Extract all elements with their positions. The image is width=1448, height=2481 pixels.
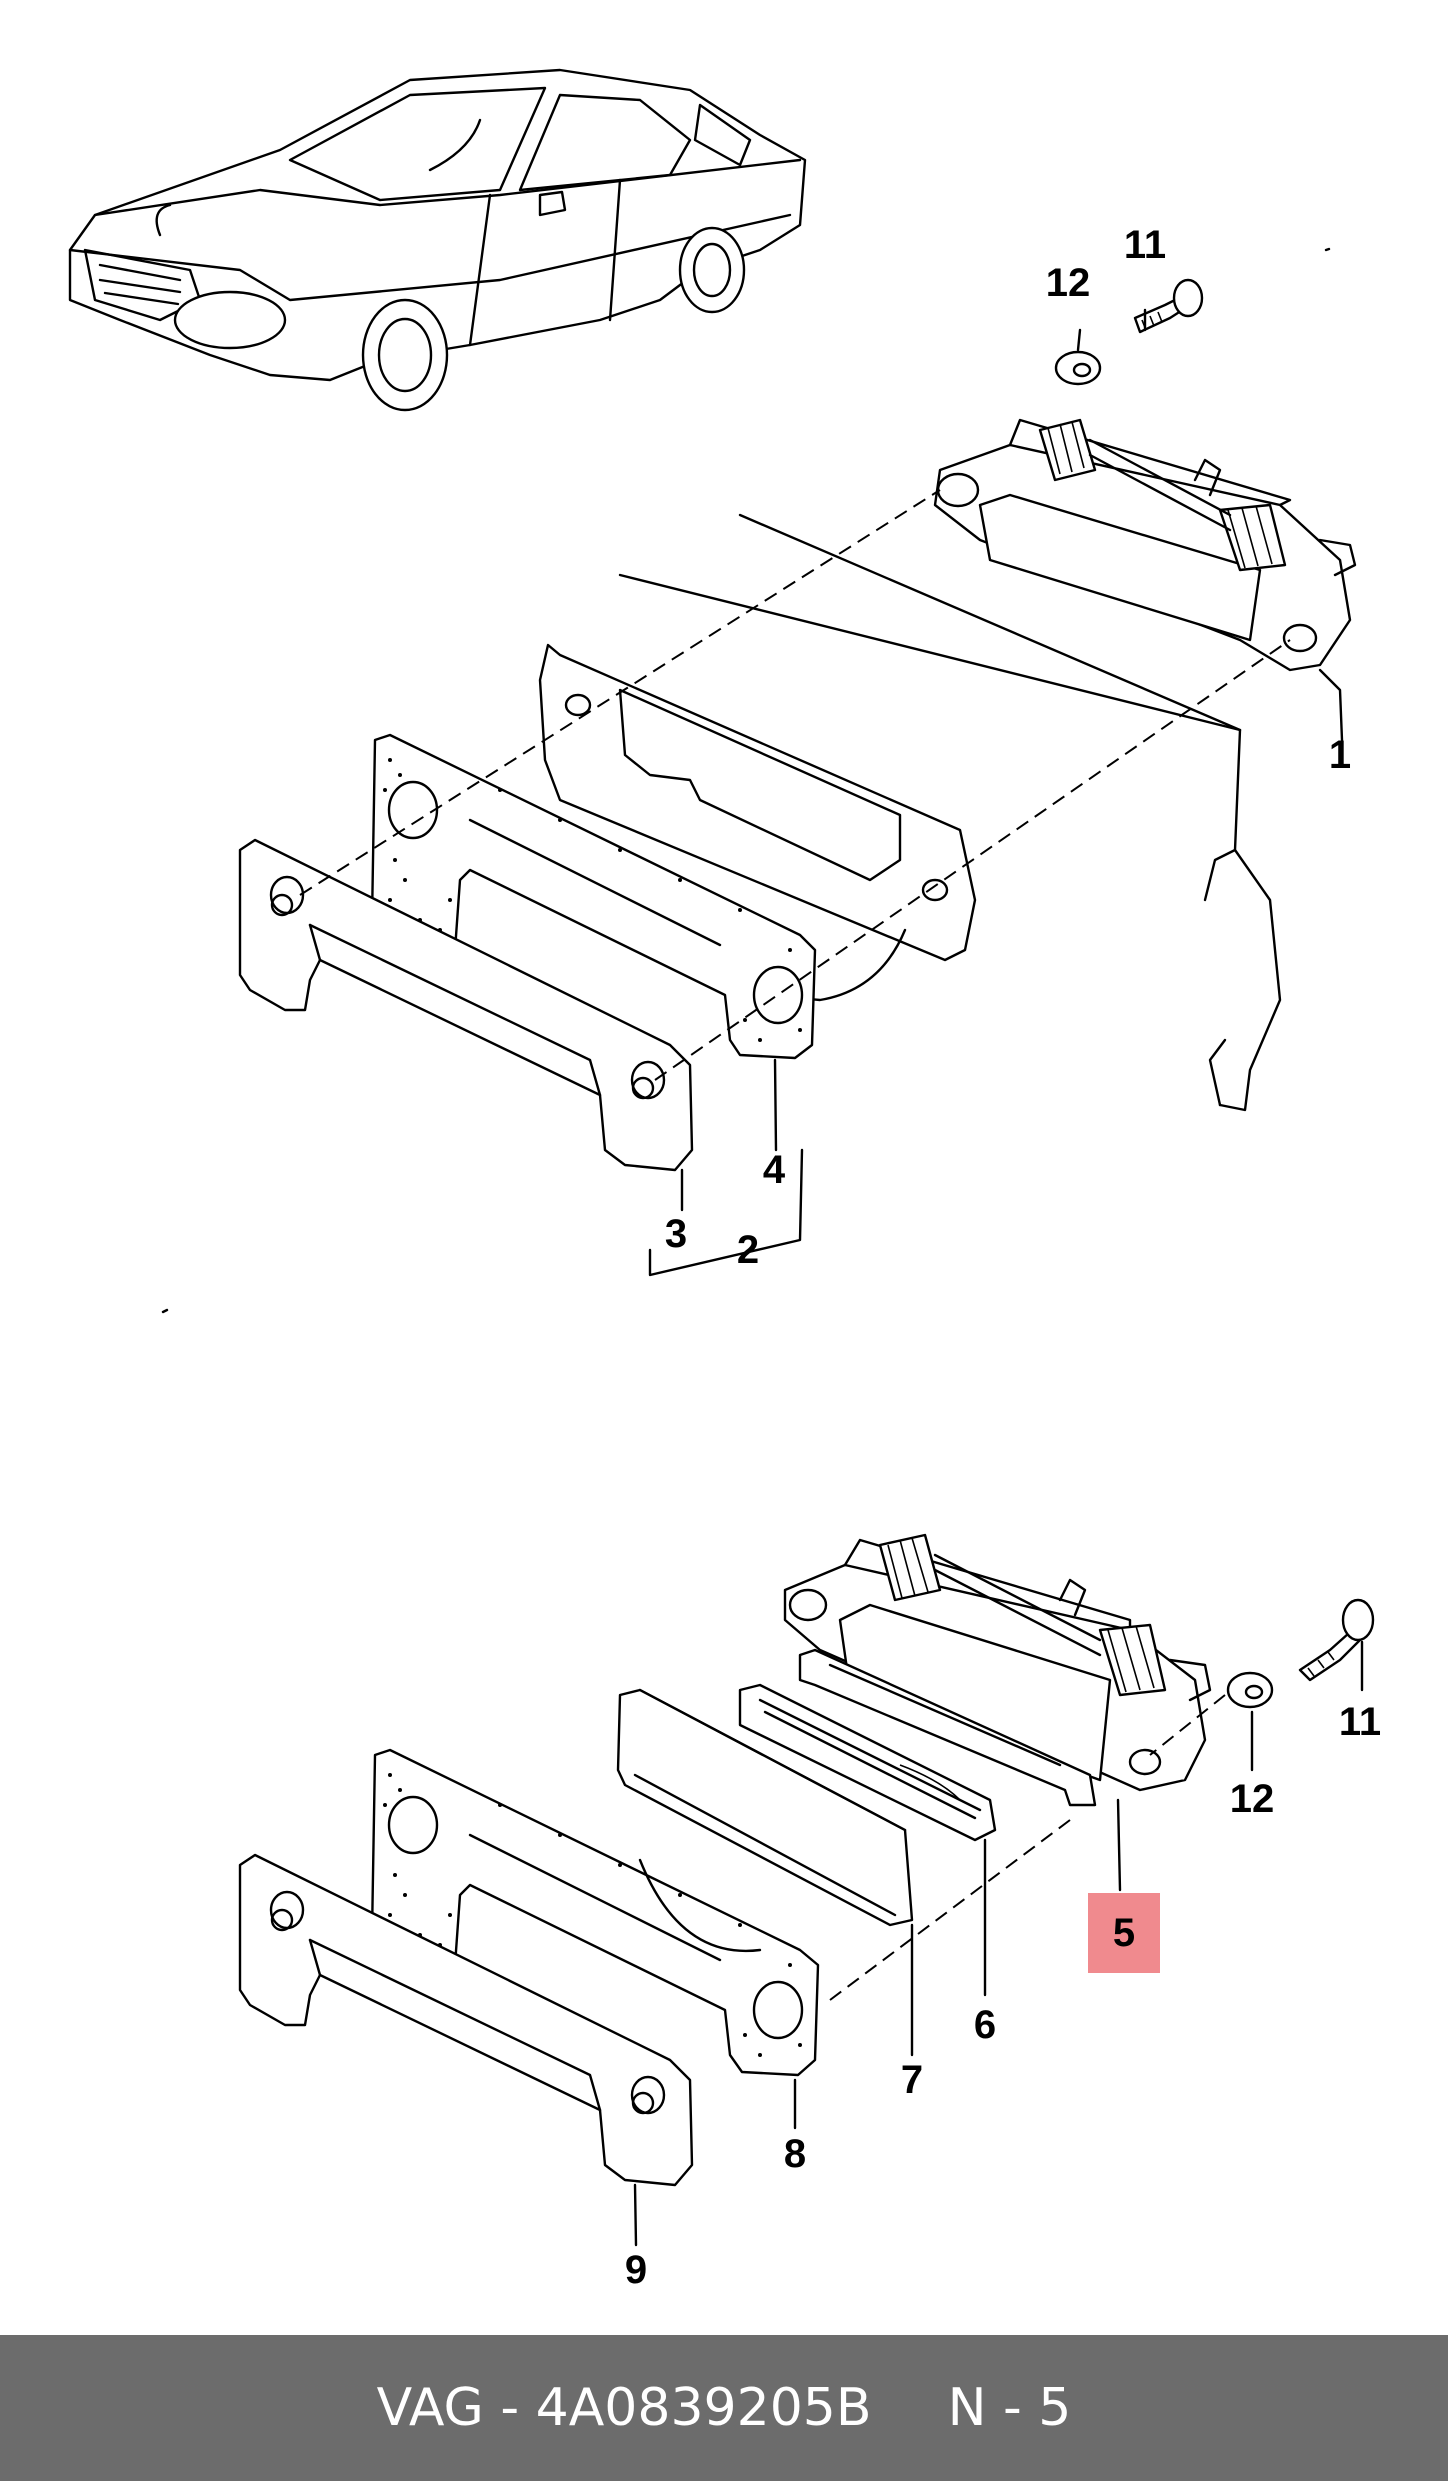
callout-9: 9 xyxy=(625,2248,647,2292)
car-illustration xyxy=(68,68,807,412)
door-panel-section xyxy=(618,513,1282,1112)
callout-2: 2 xyxy=(737,1228,759,1272)
callout-8: 8 xyxy=(784,2132,806,2176)
footer-position-label: N xyxy=(947,2378,987,2438)
callout-5-highlighted: 5 xyxy=(1088,1893,1160,1973)
upper-assembly xyxy=(238,278,1357,1277)
lower-assembly xyxy=(238,1533,1375,2247)
cover-9 xyxy=(238,1853,694,2187)
callout-6: 6 xyxy=(974,2003,996,2047)
callout-3: 3 xyxy=(665,1212,687,1256)
handle-mechanism-5 xyxy=(783,1533,1212,1792)
cover-3 xyxy=(238,838,694,1172)
callout-12-lower: 12 xyxy=(1230,1777,1275,1821)
footer-position-separator: - xyxy=(1003,2378,1022,2438)
footer-brand: VAG xyxy=(376,2378,484,2438)
footer-separator: - xyxy=(500,2378,520,2438)
washer-12-lower xyxy=(1226,1671,1274,1709)
insert-7 xyxy=(616,1688,914,1927)
footer-position-value: 5 xyxy=(1038,2378,1072,2438)
footer-part-number: 4A0839205B xyxy=(535,2378,872,2438)
callout-11-upper: 11 xyxy=(1124,223,1166,267)
seal-6 xyxy=(738,1683,997,1842)
handle-mechanism-1 xyxy=(933,418,1357,672)
screw-11-lower xyxy=(1298,1598,1375,1682)
washer-12-upper xyxy=(1054,350,1102,386)
frame-strip xyxy=(798,1648,1097,1807)
callout-1: 1 xyxy=(1329,733,1351,777)
callout-4: 4 xyxy=(763,1148,786,1192)
callout-12-upper: 12 xyxy=(1046,261,1091,305)
screw-11-upper xyxy=(1133,278,1204,334)
exploded-parts-diagram: 1 2 3 4 6 7 8 9 11 12 11 12 xyxy=(68,68,1381,2292)
callout-11-lower: 11 xyxy=(1339,1700,1381,1744)
callout-labels: 1 2 3 4 6 7 8 9 11 12 11 12 xyxy=(625,223,1381,2292)
part-number-footer: VAG - 4A0839205B N - 5 xyxy=(0,2335,1448,2481)
door-cutout xyxy=(538,643,977,1002)
callout-7: 7 xyxy=(901,2058,923,2102)
